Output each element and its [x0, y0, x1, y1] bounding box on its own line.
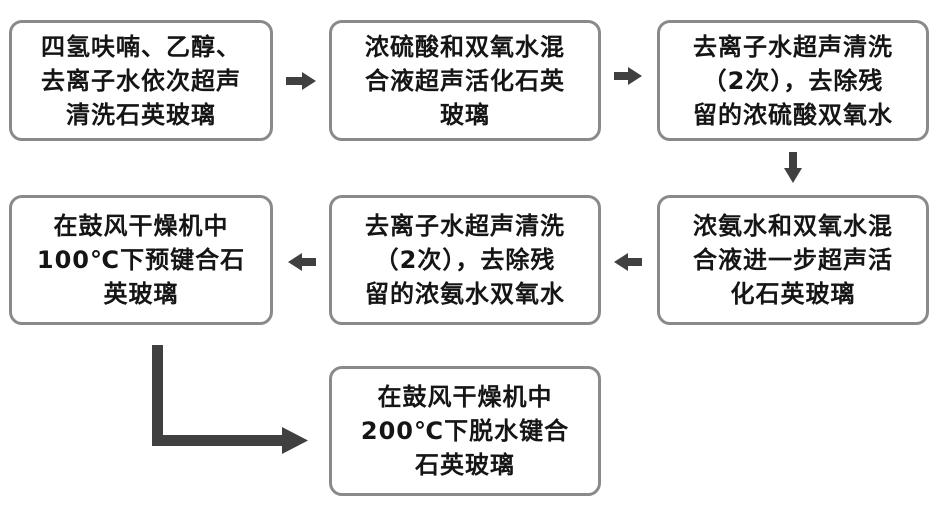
step-3-box: 去离子水超声清洗 （2次），去除残 留的浓硫酸双氧水: [657, 20, 929, 141]
arrow-step5-to-step6: [288, 253, 316, 271]
step-6-box: 在鼓风干燥机中 100℃下预键合石 英玻璃: [9, 195, 273, 325]
step-7-box: 在鼓风干燥机中 200℃下脱水键合 石英玻璃: [329, 366, 601, 496]
arrow-step4-to-step5: [614, 253, 642, 271]
arrow-step6-to-step7: [152, 345, 308, 454]
step-2-box: 浓硫酸和双氧水混 合液超声活化石英 玻璃: [329, 20, 601, 141]
step-7-label: 在鼓风干燥机中 200℃下脱水键合 石英玻璃: [360, 383, 570, 479]
arrow-step2-to-step3: [614, 67, 642, 85]
step-4-label: 浓氨水和双氧水混 合液进一步超声活 化石英玻璃: [693, 212, 893, 308]
step-3-label: 去离子水超声清洗 （2次），去除残 留的浓硫酸双氧水: [693, 32, 893, 129]
step-1-box: 四氢呋喃、乙醇、 去离子水依次超声 清洗石英玻璃: [9, 20, 273, 141]
step-4-box: 浓氨水和双氧水混 合液进一步超声活 化石英玻璃: [657, 195, 929, 325]
arrow-step1-to-step2: [286, 72, 316, 90]
step-5-label: 去离子水超声清洗 （2次），去除残 留的浓氨水双氧水: [365, 212, 565, 308]
step-6-label: 在鼓风干燥机中 100℃下预键合石 英玻璃: [36, 212, 246, 308]
arrow-step3-to-step4: [784, 152, 802, 183]
step-1-label: 四氢呋喃、乙醇、 去离子水依次超声 清洗石英玻璃: [41, 32, 241, 129]
step-5-box: 去离子水超声清洗 （2次），去除残 留的浓氨水双氧水: [329, 195, 601, 325]
step-2-label: 浓硫酸和双氧水混 合液超声活化石英 玻璃: [365, 32, 565, 129]
